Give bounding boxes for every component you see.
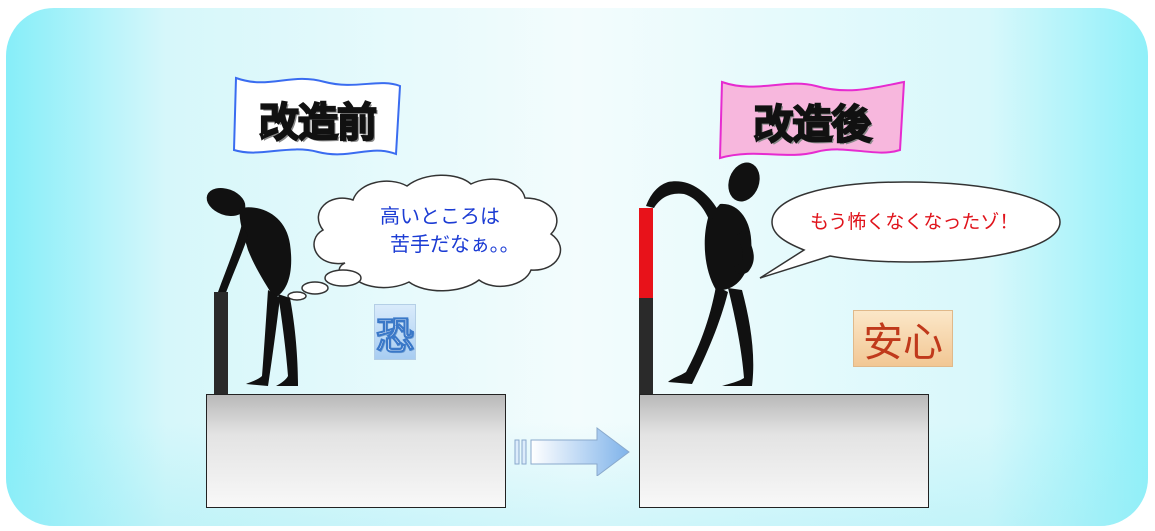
after-rail-bottom xyxy=(639,298,653,396)
speech-bubble xyxy=(759,181,1061,279)
after-person-silhouette xyxy=(646,162,760,386)
right-arrow-icon xyxy=(514,427,630,476)
after-flag-banner xyxy=(718,80,906,160)
after-platform xyxy=(639,394,929,508)
relief-kanji-box: 安心 xyxy=(853,310,953,367)
after-rail-top xyxy=(639,208,653,298)
thought-line-2: 苦手だなぁ。。 xyxy=(390,232,520,256)
before-flag: 改造前 xyxy=(230,72,405,160)
speech-text: もう怖くなくなったゾ！ xyxy=(810,211,1019,233)
thought-cloud xyxy=(287,174,562,301)
before-person-silhouette xyxy=(206,187,298,386)
before-platform xyxy=(206,394,506,508)
before-flag-label: 改造前 xyxy=(258,99,378,147)
before-flag-banner xyxy=(232,76,402,156)
before-rail xyxy=(214,292,228,396)
relief-kanji: 安心 xyxy=(863,319,943,366)
after-flag: 改造後 xyxy=(716,78,908,160)
thought-line-1: 高いところは xyxy=(380,204,500,228)
fear-kanji: 恐 xyxy=(375,313,414,358)
fear-kanji-box: 恐 xyxy=(374,304,416,360)
after-flag-label: 改造後 xyxy=(753,101,873,149)
